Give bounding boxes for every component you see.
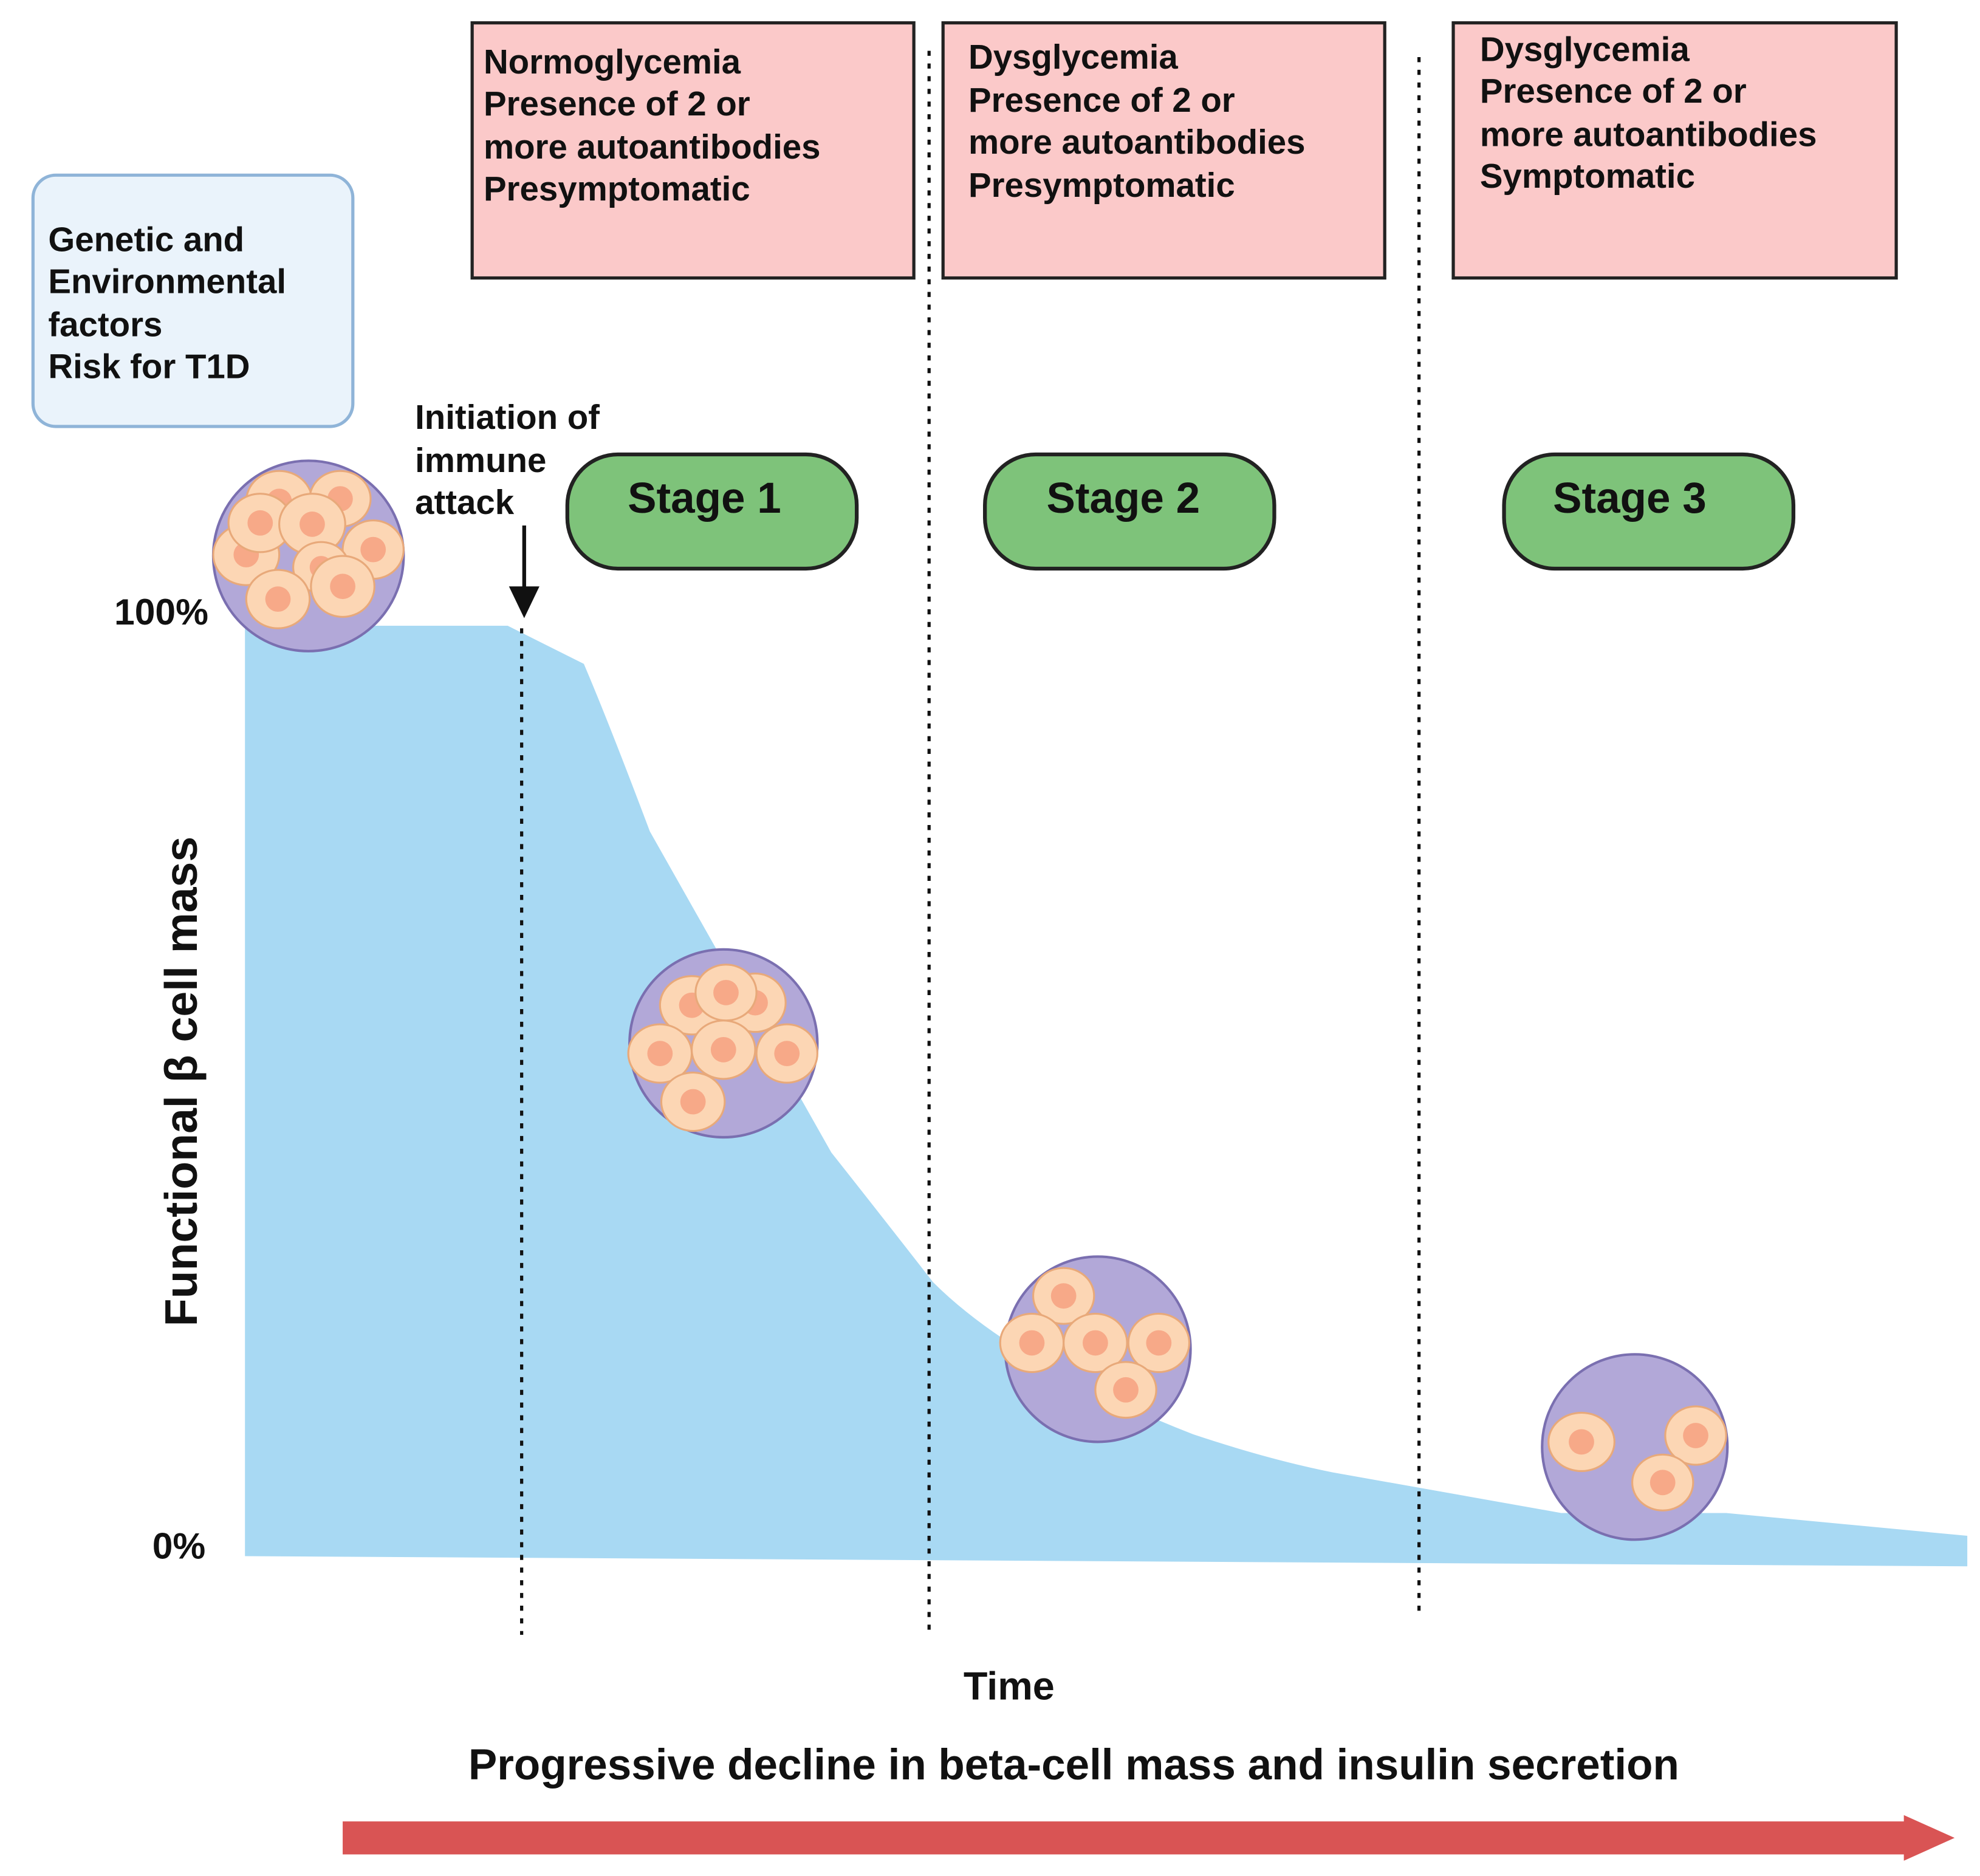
stage1-pill: Stage 1 — [565, 452, 859, 571]
immune-attack-line-2: immune — [415, 441, 546, 479]
stage1-label: Stage 1 — [628, 474, 781, 522]
beta-cell — [660, 1071, 726, 1132]
islet-stage1-icon — [627, 948, 819, 1139]
stage3-desc-line-4: Symptomatic — [1480, 157, 1695, 195]
beta-cell — [755, 1023, 818, 1084]
beta-cell — [690, 1019, 756, 1080]
stage1-desc-line-3: more autoantibodies — [484, 128, 821, 166]
beta-cell — [1032, 1267, 1095, 1325]
risk-factors-box: Genetic and Environmental factors Risk f… — [31, 173, 355, 428]
stage3-desc-line-1: Dysglycemia — [1480, 30, 1690, 68]
stage2-desc-line-1: Dysglycemia — [968, 38, 1178, 76]
stage1-desc-line-2: Presence of 2 or — [484, 84, 750, 123]
progression-arrow-icon — [343, 1815, 1955, 1861]
beta-cell — [310, 555, 375, 618]
x-axis-label: Time — [964, 1664, 1055, 1708]
beta-cell — [245, 569, 311, 629]
stage2-label: Stage 2 — [1047, 474, 1201, 522]
decline-caption: Progressive decline in beta-cell mass an… — [468, 1741, 1679, 1789]
islet-stage3-icon — [1541, 1353, 1729, 1541]
stage1-desc-line-4: Presymptomatic — [484, 169, 750, 208]
stage3-desc-line-2: Presence of 2 or — [1480, 72, 1747, 110]
beta-cell — [1547, 1411, 1615, 1473]
stage1-description-box: Normoglycemia Presence of 2 or more auto… — [470, 21, 916, 280]
beta-cell — [1094, 1361, 1157, 1419]
stage3-pill: Stage 3 — [1502, 452, 1796, 571]
stage2-desc-line-2: Presence of 2 or — [968, 81, 1235, 119]
stage2-description-box: Dysglycemia Presence of 2 or more autoan… — [941, 21, 1386, 280]
risk-line-2: Environmental — [48, 262, 286, 301]
stage1-desc-line-1: Normoglycemia — [484, 43, 741, 81]
risk-line-4: Risk for T1D — [48, 347, 250, 386]
beta-cell-mass-area — [245, 626, 1968, 1567]
immune-attack-arrow-icon — [509, 525, 540, 618]
stage3-description-box: Dysglycemia Presence of 2 or more autoan… — [1451, 21, 1898, 280]
islet-stage2-icon — [999, 1255, 1192, 1443]
risk-line-3: factors — [48, 306, 162, 344]
beta-cell — [999, 1312, 1065, 1374]
stage2-desc-line-3: more autoantibodies — [968, 123, 1306, 161]
beta-cell — [694, 964, 758, 1022]
y-tick-0: 0% — [152, 1525, 206, 1567]
stage2-desc-line-4: Presymptomatic — [968, 166, 1235, 204]
stage3-label: Stage 3 — [1553, 474, 1707, 522]
immune-attack-line-1: Initiation of — [415, 398, 600, 436]
risk-line-1: Genetic and — [48, 221, 244, 259]
stage3-desc-line-3: more autoantibodies — [1480, 115, 1817, 153]
y-tick-100: 100% — [114, 591, 208, 632]
beta-cell — [627, 1023, 693, 1084]
immune-attack-line-3: attack — [415, 483, 515, 521]
beta-cell — [1063, 1312, 1128, 1374]
islet-full-icon — [211, 459, 405, 652]
beta-cell — [1664, 1405, 1727, 1466]
beta-cell — [278, 493, 346, 556]
stage2-pill: Stage 2 — [983, 452, 1276, 571]
beta-cell — [1631, 1453, 1694, 1511]
beta-cell — [227, 493, 293, 553]
y-axis-label: Functional β cell mass — [156, 837, 207, 1327]
beta-cell — [1127, 1312, 1191, 1374]
